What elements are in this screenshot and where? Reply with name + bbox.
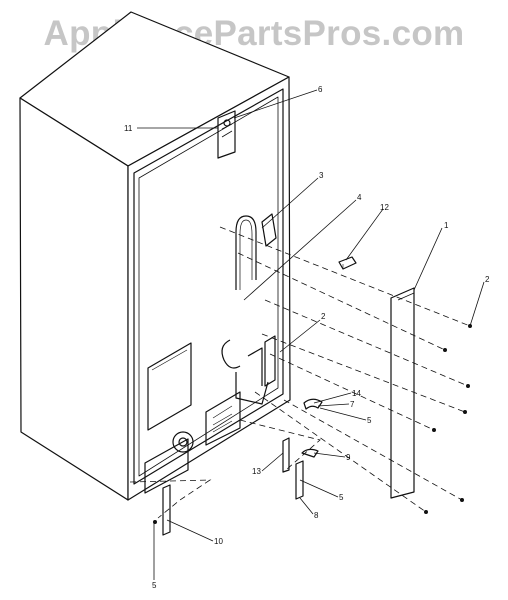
- callout-9: 9: [346, 453, 351, 462]
- callout-8: 8: [314, 511, 319, 520]
- callout-11: 11: [124, 124, 133, 133]
- small-block-part-12: [338, 256, 357, 270]
- callout-2-center: 2: [321, 312, 326, 321]
- callout-13: 13: [252, 467, 261, 476]
- callout-10: 10: [214, 537, 223, 546]
- callout-14: 14: [352, 389, 361, 398]
- callout-3: 3: [319, 171, 324, 180]
- callout-2-right: 2: [485, 275, 490, 284]
- label-plate: [147, 342, 192, 431]
- callouts: 1 2 2 3 4 5 5 5 6 7 8 9 10 11 12 13 14: [124, 85, 490, 590]
- callout-1: 1: [444, 221, 449, 230]
- callout-5-left: 5: [152, 581, 157, 590]
- assembly-dashed-lines: [129, 226, 471, 519]
- callout-5-right: 5: [367, 416, 372, 425]
- callout-7: 7: [350, 400, 355, 409]
- callout-5-bottom: 5: [339, 493, 344, 502]
- callout-12: 12: [380, 203, 389, 212]
- callout-6: 6: [318, 85, 323, 94]
- top-hinge-part: [217, 110, 236, 159]
- refrigerator-cabinet: [19, 11, 291, 501]
- compressor-area: [144, 391, 241, 494]
- callout-leaders: [137, 89, 485, 580]
- callout-4: 4: [357, 193, 362, 202]
